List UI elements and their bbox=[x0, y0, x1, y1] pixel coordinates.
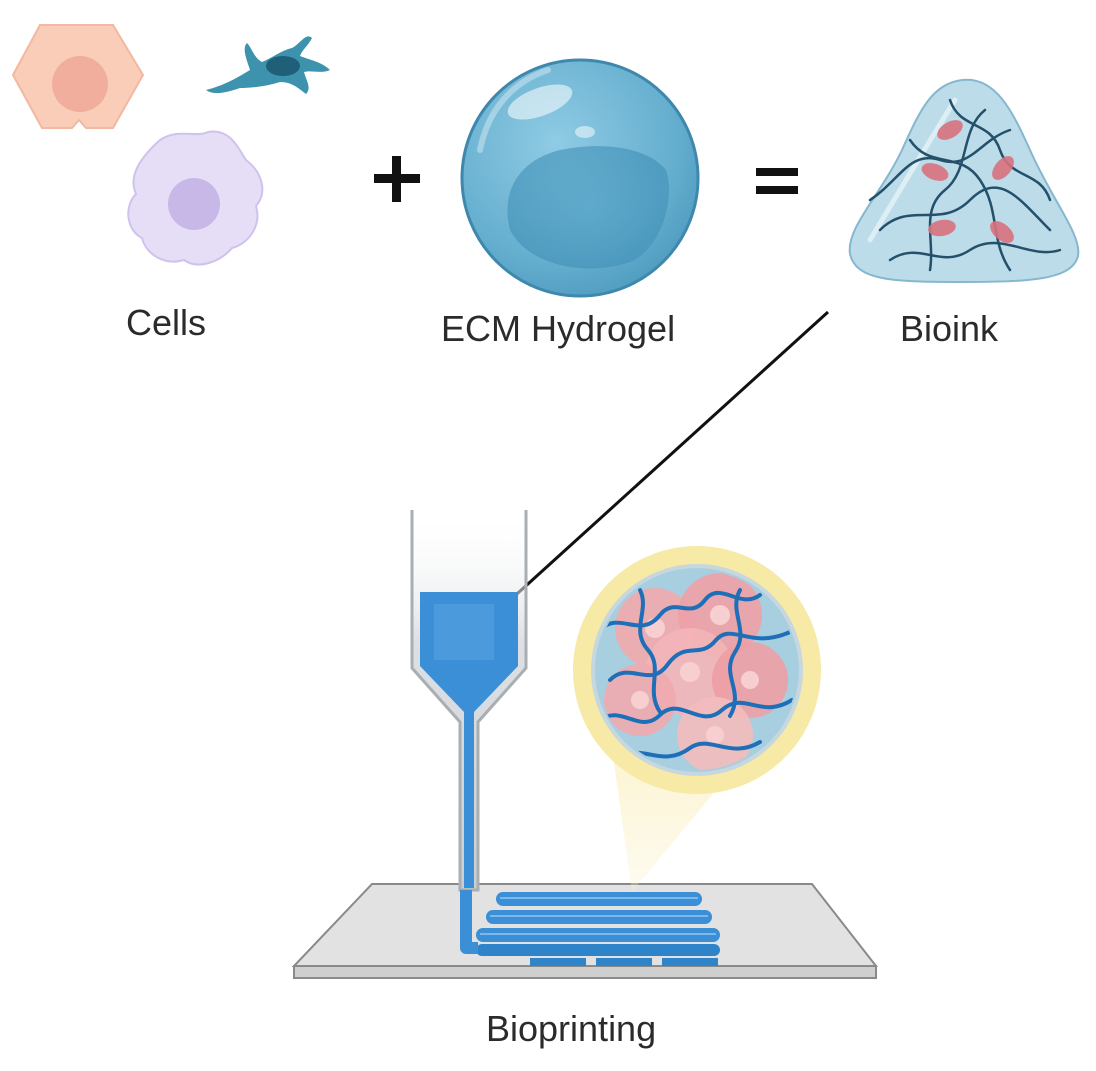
label-bioink: Bioink bbox=[900, 308, 999, 349]
label-cells: Cells bbox=[126, 302, 207, 343]
print-bed-icon bbox=[291, 883, 879, 979]
magnifier-icon bbox=[573, 546, 821, 794]
epithelial-cell-icon bbox=[11, 24, 145, 129]
macrophage-cell-icon bbox=[127, 130, 264, 266]
label-ecm-hydrogel: ECM Hydrogel bbox=[441, 308, 676, 349]
fibroblast-cell-icon bbox=[206, 36, 330, 94]
bioink-drop-icon bbox=[848, 78, 1080, 284]
syringe-nozzle-icon bbox=[410, 510, 528, 954]
printed-construct bbox=[476, 892, 720, 966]
hydrogel-sphere-icon bbox=[460, 58, 700, 298]
plus-operator bbox=[374, 156, 420, 202]
equals-operator bbox=[756, 168, 798, 194]
label-bioprinting: Bioprinting bbox=[486, 1008, 657, 1049]
transfer-arrow bbox=[483, 310, 830, 625]
